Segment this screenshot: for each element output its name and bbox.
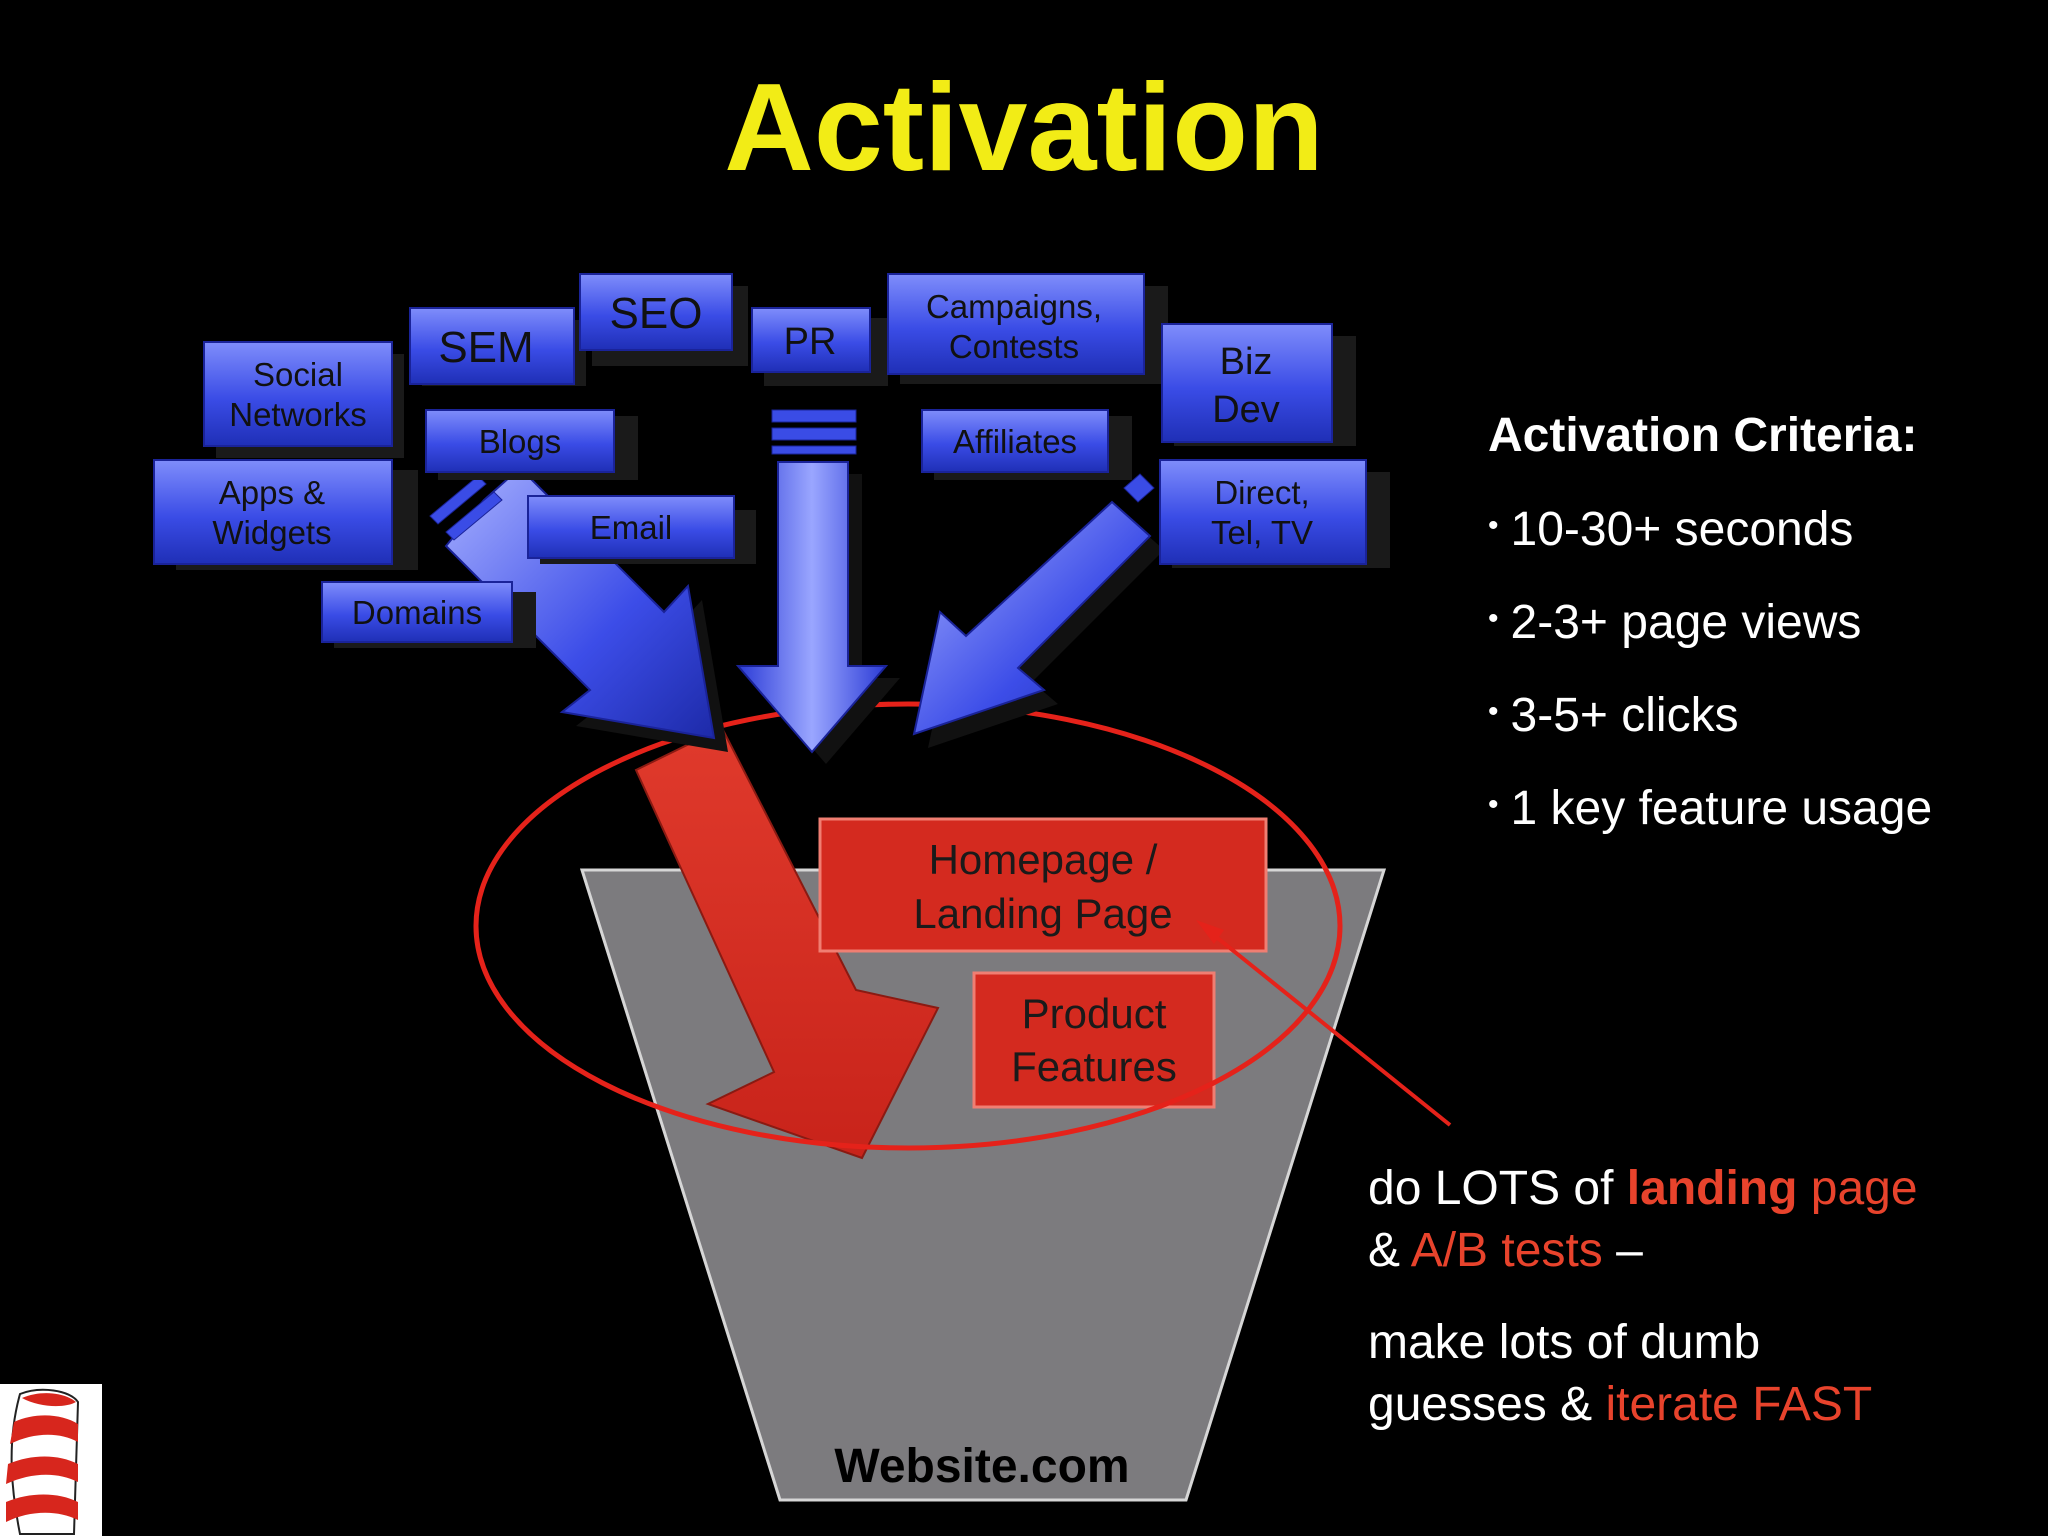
homepage-landing-box: Homepage / Landing Page [818,817,1268,953]
source-campaigns: Campaigns, Contests [887,273,1168,384]
svg-text:Apps &: Apps & [219,474,325,511]
source-sem: SEM [409,307,586,386]
product-label-line1: Product [1022,990,1167,1037]
svg-text:Campaigns,: Campaigns, [926,288,1102,325]
homepage-label-line1: Homepage / [929,836,1158,883]
product-label-line2: Features [1011,1043,1177,1090]
svg-text:Networks: Networks [229,396,367,433]
source-social-networks: Social Networks [203,341,404,458]
website-funnel [579,868,1387,1502]
svg-text:Biz: Biz [1220,341,1273,383]
svg-text:Email: Email [590,509,673,546]
advice-line-3: make lots of dumb [1368,1316,1761,1369]
source-direct: Direct, Tel, TV [1159,459,1390,568]
advice-line-2: & A/B tests – [1368,1224,1643,1277]
criteria-heading: Activation Criteria: [1488,409,1918,462]
cat-in-the-hat-icon [0,1384,102,1536]
svg-text:Tel, TV: Tel, TV [1211,514,1313,551]
slide-title: Activation [724,59,1324,197]
criteria-item: •10-30+ seconds [1488,503,1854,556]
center-down-arrow [735,409,900,764]
advice-note-1: do LOTS of landing page & A/B tests – [1368,1158,1918,1282]
source-seo: SEO [579,273,748,366]
advice-note-2: make lots of dumb guesses & iterate FAST [1368,1312,1872,1436]
source-domains: Domains [321,581,536,648]
source-biz-dev: Biz Dev [1161,323,1356,446]
advice-line-1: do LOTS of landing page [1368,1162,1918,1215]
pointer-arrow [1196,920,1452,1127]
right-diagonal-arrow [912,473,1164,748]
website-label: Website.com [834,1440,1129,1493]
svg-text:Contests: Contests [949,328,1079,365]
source-email: Email [527,495,756,564]
criteria-item: •2-3+ page views [1488,596,1862,649]
advice-line-4: guesses & iterate FAST [1368,1378,1873,1431]
svg-text:Widgets: Widgets [212,514,331,551]
svg-text:Dev: Dev [1212,389,1280,431]
product-features-box: Product Features [972,971,1216,1109]
svg-text:PR: PR [784,321,837,363]
criteria-item: •3-5+ clicks [1488,689,1739,742]
svg-text:Social: Social [253,356,343,393]
source-blogs: Blogs [425,409,638,480]
criteria-item: •1 key feature usage [1488,782,1933,835]
source-apps-widgets: Apps & Widgets [153,459,418,570]
activation-zone-ellipse [473,701,1343,1151]
source-affiliates: Affiliates [921,409,1132,480]
svg-text:Affiliates: Affiliates [953,423,1077,460]
flow-arrow [634,726,940,1160]
svg-text:SEO: SEO [610,289,703,338]
svg-text:Direct,: Direct, [1214,474,1309,511]
svg-text:Domains: Domains [352,594,482,631]
homepage-label-line2: Landing Page [913,890,1172,937]
svg-text:SEM: SEM [438,323,533,372]
source-pr: PR [751,307,888,386]
svg-text:Blogs: Blogs [479,423,562,460]
